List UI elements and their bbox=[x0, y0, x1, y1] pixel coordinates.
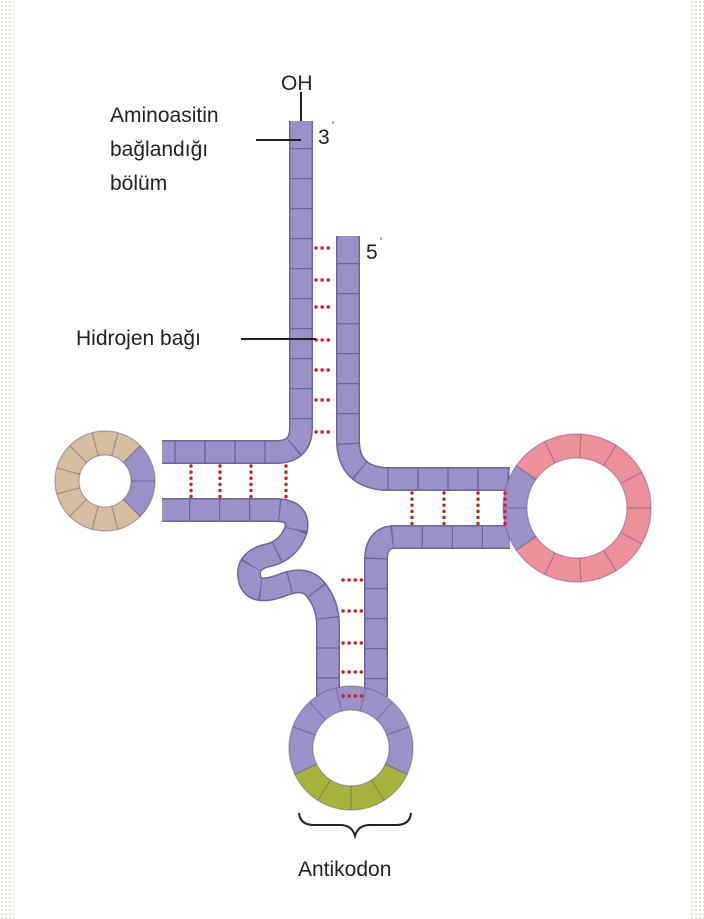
three-prime-label: 3 bbox=[318, 124, 330, 151]
amino-site-line-1: Aminoasitin bbox=[110, 102, 219, 129]
t-arm-lower-strand-segments bbox=[376, 537, 510, 697]
amino-site-line-2: bağlandığı bbox=[110, 136, 208, 163]
acceptor-stem-5-strand-outline bbox=[348, 236, 510, 479]
acceptor-stem-3-strand-outline bbox=[162, 121, 301, 452]
acceptor-stem-3-strand-segments bbox=[162, 121, 301, 452]
loops bbox=[55, 431, 651, 810]
t-loop bbox=[503, 434, 651, 582]
acceptor-stem-5-strand bbox=[348, 236, 510, 479]
five-prime-mark: ' bbox=[380, 236, 382, 248]
t-arm-lower-strand-outline bbox=[376, 537, 510, 697]
five-prime-label: 5 bbox=[366, 239, 378, 266]
anticodon-label: Antikodon bbox=[298, 856, 391, 883]
d-loop bbox=[55, 431, 155, 531]
oh-label: OH bbox=[281, 70, 313, 97]
anticodon-brace bbox=[299, 813, 411, 836]
t-arm-lower-strand bbox=[376, 537, 510, 697]
trna-backbone bbox=[162, 121, 510, 697]
hydrogen-bond-label: Hidrojen bağı bbox=[76, 325, 201, 352]
d-arm-lower-strand bbox=[162, 510, 328, 697]
anticodon-loop bbox=[289, 686, 413, 810]
acceptor-stem-5-strand-segments bbox=[348, 236, 510, 479]
d-loop-sector bbox=[55, 431, 140, 531]
three-prime-mark: ' bbox=[332, 120, 334, 132]
acceptor-stem-3-strand bbox=[162, 121, 301, 452]
anticodon-loop-sector bbox=[293, 686, 410, 735]
amino-site-line-3: bölüm bbox=[110, 170, 167, 197]
